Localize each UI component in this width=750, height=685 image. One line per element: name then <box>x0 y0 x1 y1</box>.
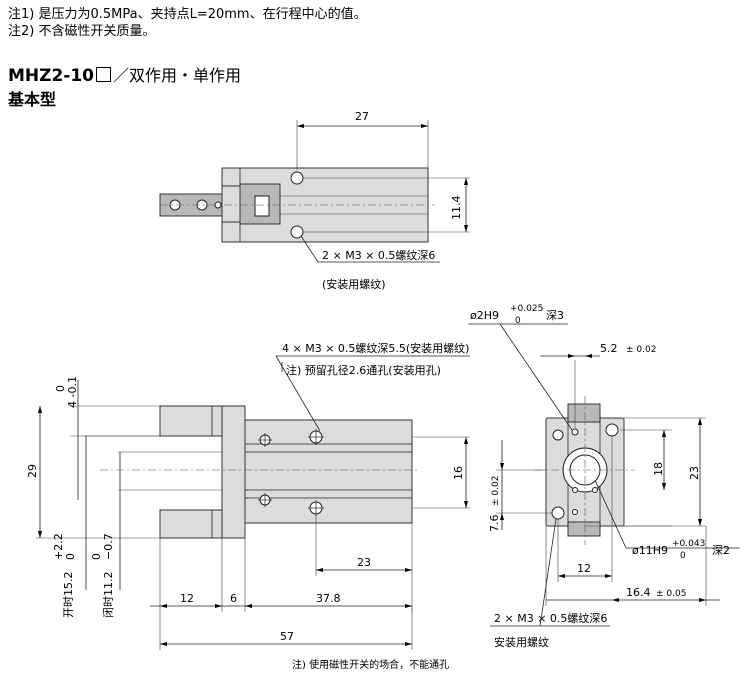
side-callout-line2: 安装用螺纹 <box>494 635 549 649</box>
pin-tol-upper: +0.025 <box>510 304 543 314</box>
dim-7-6: 7.6 <box>488 515 501 533</box>
side-mount-hole <box>605 423 619 437</box>
closed-tol-lower: −0.7 <box>102 533 115 560</box>
bore-tol-upper: +0.043 <box>672 539 705 549</box>
side-callout-line1: 2 × M3 × 0.5螺纹深6 <box>494 611 607 625</box>
dim-7-6-tol: ± 0.02 <box>491 476 501 506</box>
dim-57: 57 <box>280 630 294 643</box>
dim-6: 6 <box>230 592 237 605</box>
open-label: 开时15.2 <box>62 572 75 619</box>
mounting-hole <box>290 171 304 185</box>
open-tol-upper: +2.2 <box>52 533 65 560</box>
front-callout-line1: 4 × M3 × 0.5螺纹深5.5(安装用螺纹) <box>282 341 469 355</box>
side-view: ø2H9 +0.025 0 深3 5.2 ± 0.02 18 23 7.6 ± <box>468 304 740 649</box>
top-view: 27 11.4 2 × M3 × 0.5螺纹深6 (安装用螺纹) <box>159 110 470 291</box>
side-view-top-jaw <box>567 403 601 423</box>
dim-37-8: 37.8 <box>316 592 341 605</box>
front-view-body <box>244 419 413 524</box>
front-footnote: 注) 使用磁性开关的场合，不能通孔 <box>292 658 449 671</box>
model-title: MHZ2-10 ／双作用・单作用 <box>8 62 241 86</box>
side-view-bottom-jaw <box>567 521 601 537</box>
lower-finger <box>159 509 223 539</box>
note-2: 注2) 不含磁性开关质量。 <box>8 24 156 39</box>
dim-4-lower: 4 -0.1 <box>66 376 79 408</box>
dim-11-4: 11.4 <box>450 196 463 221</box>
pin-hole <box>571 428 579 436</box>
side-mount-hole <box>551 506 565 520</box>
pin-tol-lower: 0 <box>515 316 521 326</box>
open-tol-lower: 0 <box>64 553 77 560</box>
bore-label: ø11H9 <box>632 544 668 557</box>
front-view-flange <box>221 405 246 539</box>
dim-12-side: 12 <box>577 562 591 575</box>
front-view: 4 × M3 × 0.5螺纹深5.5(安装用螺纹) 注) 预留孔径2.6通孔(安… <box>26 341 470 671</box>
dim-12-front: 12 <box>180 592 194 605</box>
upper-finger <box>159 405 223 437</box>
action-type: ／双作用・单作用 <box>113 66 242 85</box>
bore-depth: 深2 <box>712 544 730 557</box>
closed-label: 闭时11.2 <box>102 572 115 619</box>
top-callout-line2: (安装用螺纹) <box>322 277 386 291</box>
dim-27: 27 <box>355 110 369 123</box>
dim-23-side: 23 <box>688 466 701 480</box>
side-mount-hole <box>552 429 564 441</box>
dim-29: 29 <box>26 464 39 478</box>
dim-23-front: 23 <box>357 556 371 569</box>
dim-16-4: 16.4 <box>626 586 651 599</box>
bore-tol-lower: 0 <box>680 551 686 561</box>
front-callout-line2: 注) 预留孔径2.6通孔(安装用孔) <box>286 363 441 377</box>
dim-5-2: 5.2 <box>600 342 618 355</box>
pin-depth: 深3 <box>546 309 564 322</box>
closed-tol-upper: 0 <box>90 553 103 560</box>
dim-18: 18 <box>652 462 665 476</box>
option-box-icon <box>96 67 112 82</box>
variant-title: 基本型 <box>8 90 57 109</box>
dim-16: 16 <box>452 466 465 480</box>
dim-5-2-tol: ± 0.02 <box>626 345 656 355</box>
dim-16-4-tol: ± 0.05 <box>656 589 686 599</box>
top-callout-line1: 2 × M3 × 0.5螺纹深6 <box>322 248 435 262</box>
dim-4-upper: 0 <box>54 385 67 392</box>
pin-label: ø2H9 <box>470 309 499 322</box>
note-1: 注1) 是压力为0.5MPa、夹持点L=20mm、在行程中心的值。 <box>8 7 367 22</box>
model-code: MHZ2-10 <box>8 66 95 86</box>
